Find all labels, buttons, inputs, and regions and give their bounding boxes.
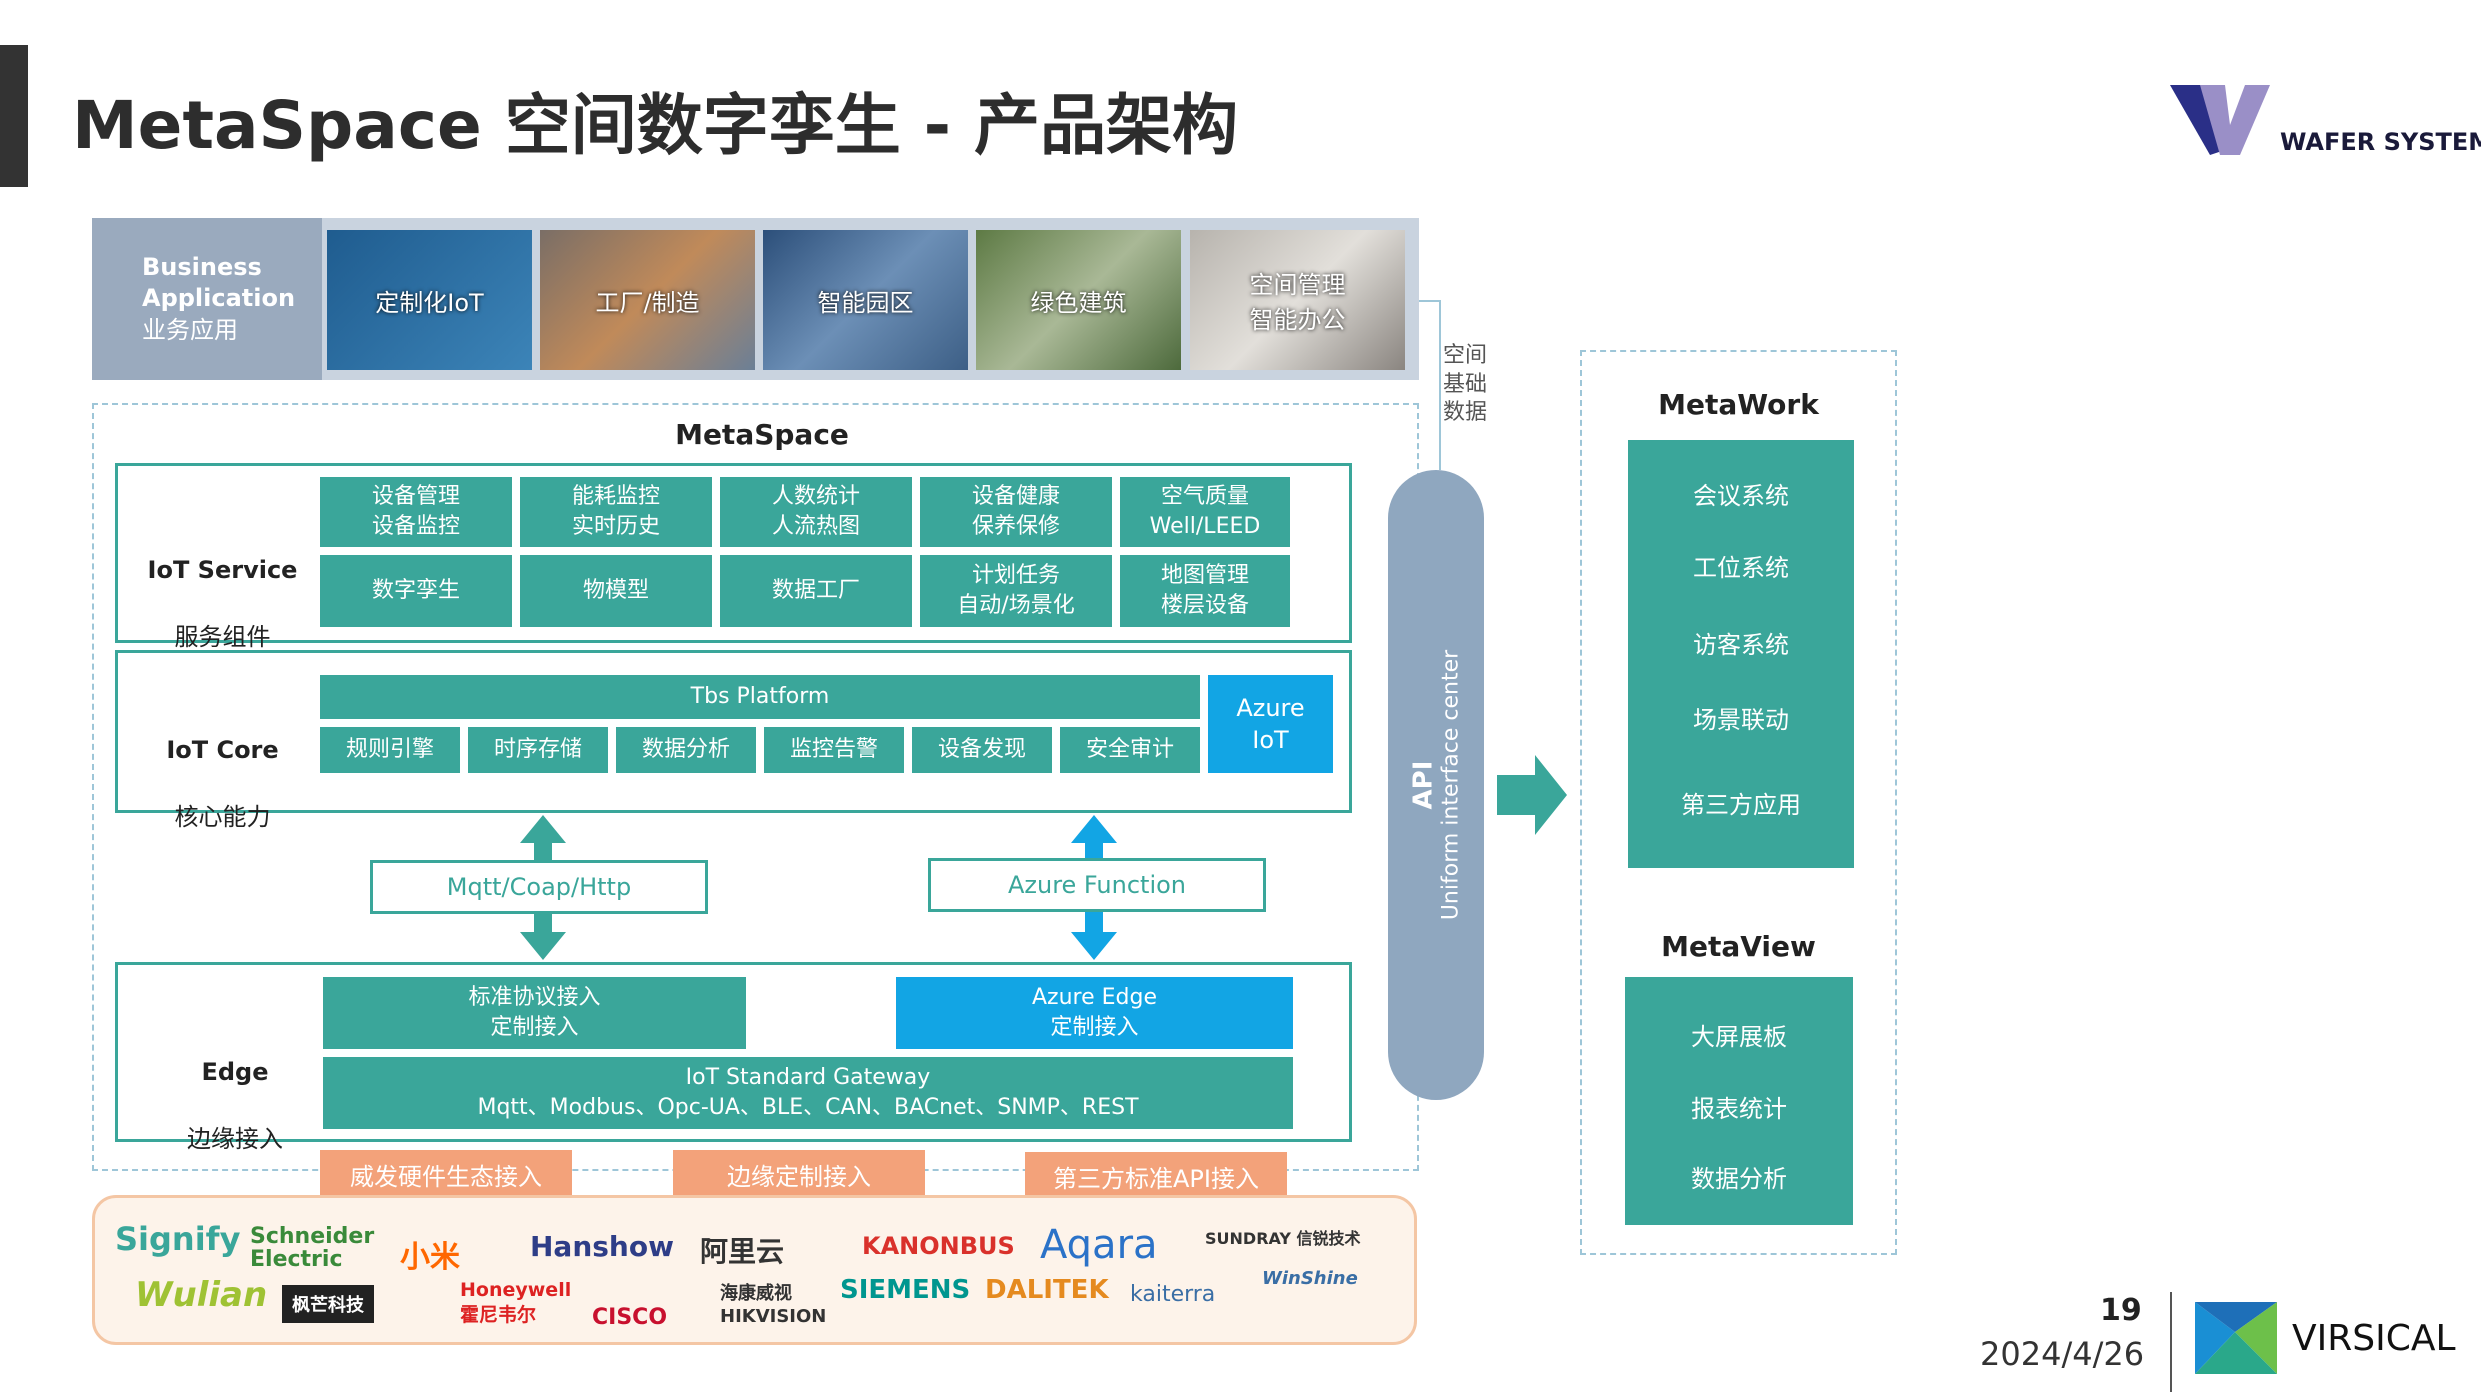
business-item-custom-iot: 定制化IoT [327, 230, 532, 370]
partner-signify: Signify [115, 1220, 241, 1258]
page-number: 19 [2100, 1293, 2142, 1328]
service-digital-twin: 数字孪生 [320, 555, 512, 627]
partner-honeywell: Honeywell 霍尼韦尔 [460, 1279, 572, 1326]
iot-standard-gateway: IoT Standard Gateway Mqtt、Modbus、Opc-UA、… [323, 1057, 1293, 1129]
access-edge-custom: 边缘定制接入 [673, 1150, 925, 1198]
iot-service-box [115, 463, 1352, 643]
right-arrow-icon [1497, 755, 1567, 835]
meta-apps-container [1580, 350, 1897, 1255]
iot-core-box [115, 650, 1352, 813]
edge-standard-protocol-access: 标准协议接入 定制接入 [323, 977, 746, 1049]
access-third-party-api: 第三方标准API接入 [1025, 1152, 1287, 1200]
service-map-management: 地图管理 楼层设备 [1120, 555, 1290, 627]
partner-winshine: WinShine [1262, 1268, 1358, 1289]
edge-box [115, 962, 1352, 1142]
partner-hanshow: Hanshow [530, 1230, 674, 1263]
virsical-logo-icon [2195, 1302, 2277, 1374]
protocol-azure-function: Azure Function [928, 858, 1266, 912]
protocol-mqtt-coap-http: Mqtt/Coap/Http [370, 860, 708, 914]
metawork-scene-linkage: 场景联动 [1693, 706, 1789, 734]
core-rule-engine: 规则引擎 [320, 727, 460, 773]
service-air-quality: 空气质量 Well/LEED [1120, 477, 1290, 547]
partner-aqara: Aqara [1040, 1222, 1158, 1268]
metawork-panel [1628, 440, 1854, 868]
partner-schneider: Schneider Electric [250, 1224, 375, 1273]
core-monitoring-alerts: 监控告警 [764, 727, 904, 773]
iot-service-label: IoT Service 服务组件 [130, 520, 315, 688]
page-title: MetaSpace 空间数字孪生 - 产品架构 [72, 87, 1239, 164]
edge-label-en: Edge [201, 1057, 269, 1086]
business-item-smart-park: 智能园区 [763, 230, 968, 370]
core-device-discovery: 设备发现 [912, 727, 1052, 773]
metaview-title: MetaView [1661, 930, 1816, 963]
service-energy-monitoring: 能耗监控 实时历史 [520, 477, 712, 547]
metaview-big-screen: 大屏展板 [1691, 1023, 1787, 1051]
wafer-systems-logo: WAFER SYSTEMS [2170, 80, 2481, 160]
partner-hikvision: 海康威视 HIKVISION [720, 1283, 827, 1328]
iot-core-label-cn: 核心能力 [174, 802, 271, 831]
partner-siemens: SIEMENS [840, 1275, 971, 1305]
footer-divider [2170, 1292, 2172, 1392]
api-label: API [1408, 760, 1439, 810]
service-scheduled-tasks: 计划任务 自动/场景化 [920, 555, 1112, 627]
core-time-series-storage: 时序存储 [468, 727, 608, 773]
iot-service-label-en: IoT Service [147, 555, 298, 584]
partner-fengmang: 枫芒科技 [282, 1285, 374, 1323]
partner-kaiterra: kaiterra [1130, 1282, 1216, 1307]
edge-azure-edge-access: Azure Edge 定制接入 [896, 977, 1293, 1049]
api-pill [1388, 470, 1484, 1100]
metawork-visitor-system: 访客系统 [1693, 631, 1789, 659]
partner-aliyun: 阿里云 [700, 1235, 785, 1268]
core-data-analysis: 数据分析 [616, 727, 756, 773]
service-people-counting: 人数统计 人流热图 [720, 477, 912, 547]
business-label: Business Application 业务应用 [92, 218, 322, 380]
spatial-data-note: 空间 基础 数据 [1443, 343, 1488, 426]
metaview-data-analysis: 数据分析 [1691, 1165, 1787, 1193]
connector-line [1419, 300, 1441, 302]
metawork-workstation-system: 工位系统 [1693, 554, 1789, 582]
virsical-text: VIRSICAL [2292, 1318, 2456, 1359]
partner-sundray: SUNDRAY 信锐技术 [1205, 1229, 1361, 1248]
metawork-title: MetaWork [1658, 388, 1819, 421]
tbs-platform-bar: Tbs Platform [320, 675, 1200, 719]
title-accent-bar [0, 45, 28, 187]
partner-wulian: Wulian [135, 1275, 268, 1315]
metawork-third-party-apps: 第三方应用 [1681, 791, 1801, 819]
business-label-en: Business Application [142, 253, 296, 313]
business-item-factory: 工厂/制造 [540, 230, 755, 370]
edge-label: Edge 边缘接入 [130, 1022, 340, 1190]
api-sublabel: Uniform interface center [1438, 649, 1464, 921]
partner-kanonbus: KANONBUS [862, 1232, 1015, 1260]
business-item-smart-office: 空间管理 智能办公 [1190, 230, 1405, 370]
partner-dalitek: DALITEK [985, 1275, 1109, 1305]
service-device-health: 设备健康 保养保修 [920, 477, 1112, 547]
api-label-group: API Uniform interface center [1409, 650, 1464, 920]
wafer-logo-icon [2170, 85, 2270, 155]
iot-core-label-en: IoT Core [166, 735, 279, 764]
service-thing-model: 物模型 [520, 555, 712, 627]
iot-core-label: IoT Core 核心能力 [130, 700, 315, 868]
iot-service-label-cn: 服务组件 [174, 622, 271, 651]
access-wafer-hardware: 威发硬件生态接入 [320, 1150, 572, 1198]
wafer-systems-text: WAFER SYSTEMS [2280, 128, 2481, 156]
business-item-green-building: 绿色建筑 [976, 230, 1181, 370]
metaview-reports: 报表统计 [1691, 1095, 1787, 1123]
slide-date: 2024/4/26 [1980, 1335, 2145, 1373]
azure-iot-box: Azure IoT [1208, 675, 1333, 773]
connector-line-vertical [1439, 300, 1441, 470]
service-device-management: 设备管理 设备监控 [320, 477, 512, 547]
metaspace-title: MetaSpace [675, 418, 849, 451]
metawork-meeting-system: 会议系统 [1693, 482, 1789, 510]
business-label-cn: 业务应用 [142, 315, 238, 344]
edge-label-cn: 边缘接入 [187, 1124, 283, 1153]
service-data-factory: 数据工厂 [720, 555, 912, 627]
partner-cisco: CISCO [592, 1305, 668, 1330]
partner-xiaomi: 小米 [400, 1240, 460, 1275]
core-security-audit: 安全审计 [1060, 727, 1200, 773]
metaview-panel [1625, 977, 1853, 1225]
